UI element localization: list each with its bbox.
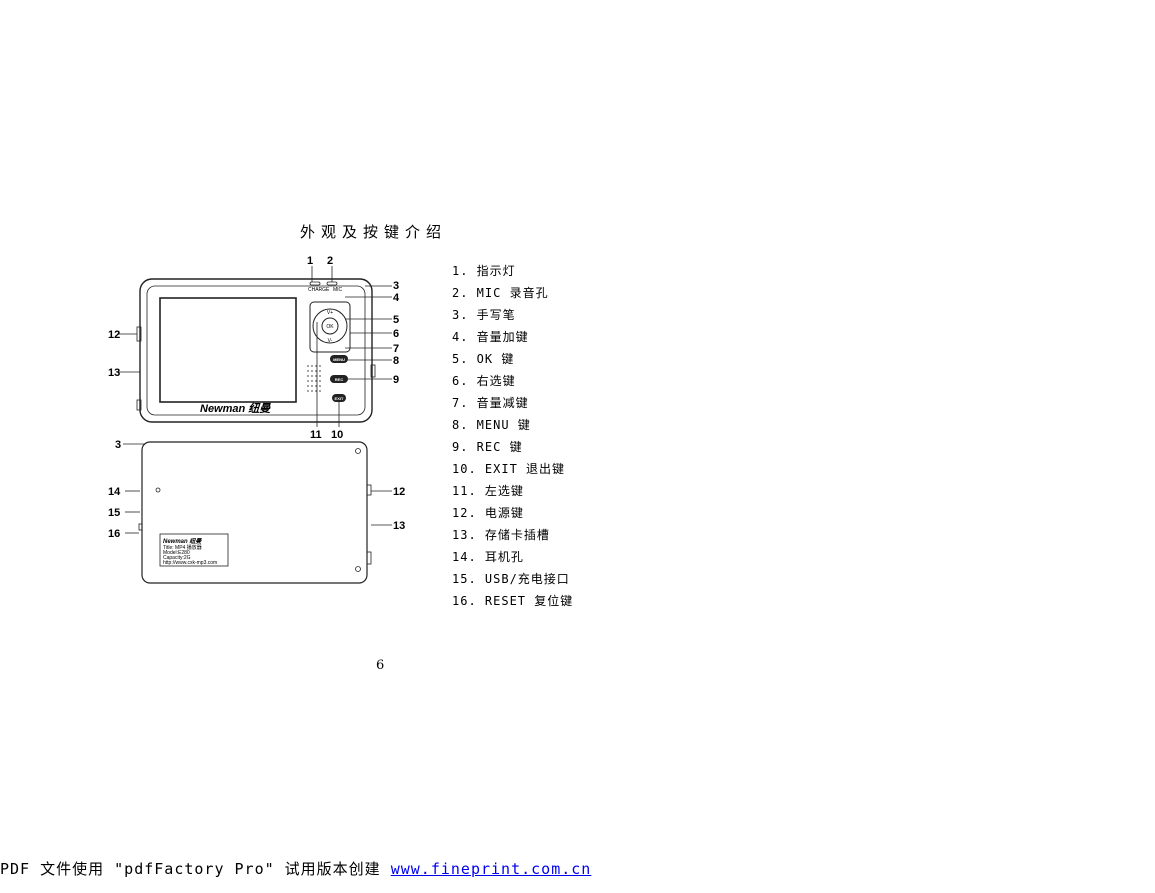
callout-9: 9 xyxy=(393,374,399,386)
callout-13-back: 13 xyxy=(393,520,405,532)
screen xyxy=(159,297,297,403)
list-item: 8. MENU 键 xyxy=(452,418,531,432)
list-item: 6. 右选键 xyxy=(452,374,516,388)
key-list: 1. 指示灯 2. MIC 录音孔 3. 手写笔 4. 音量加键 5. OK 键… xyxy=(452,260,573,612)
exit-button xyxy=(332,394,346,402)
list-item: 16. RESET 复位键 xyxy=(452,594,574,608)
exit-label: EXIT xyxy=(335,396,344,401)
dpad xyxy=(309,301,351,353)
callout-3: 3 xyxy=(393,280,399,292)
callout-8: 8 xyxy=(393,355,399,367)
pdf-footer: PDF 文件使用 "pdfFactory Pro" 试用版本创建 www.fin… xyxy=(0,858,591,879)
back-label-plate xyxy=(159,533,229,567)
list-item: 7. 音量减键 xyxy=(452,396,529,410)
rec-label: REC xyxy=(335,377,344,382)
list-item: 9. REC 键 xyxy=(452,440,523,454)
list-item: 11. 左选键 xyxy=(452,484,524,498)
device-front xyxy=(136,278,376,423)
leader-lines xyxy=(117,266,392,427)
page-number: 6 xyxy=(376,658,385,673)
list-item: 12. 电源键 xyxy=(452,506,524,520)
list-item: 4. 音量加键 xyxy=(452,330,529,344)
callout-7: 7 xyxy=(393,343,399,355)
callout-16: 16 xyxy=(108,528,120,540)
list-item: 2. MIC 录音孔 xyxy=(452,286,549,300)
back-label-line-1: Title: MP4 播放器 xyxy=(163,544,202,551)
callout-6: 6 xyxy=(393,328,399,340)
footer-link[interactable]: www.fineprint.com.cn xyxy=(390,860,592,878)
back-label-line-4: http://www.cxk-mp3.com xyxy=(163,560,217,566)
callout-14: 14 xyxy=(108,486,121,498)
device-back xyxy=(138,441,372,584)
list-item: 5. OK 键 xyxy=(452,352,515,366)
vol-down-label: V- xyxy=(328,338,333,344)
list-item: 1. 指示灯 xyxy=(452,264,516,278)
charge-label: CHARGE xyxy=(308,287,330,293)
callout-11: 11 xyxy=(310,429,322,441)
menu-label: MENU xyxy=(333,357,345,362)
back-label-line-3: Capacity:2G xyxy=(163,555,191,561)
section-title: 外观及按键介绍 xyxy=(300,223,448,241)
mic-label: MIC xyxy=(333,287,343,293)
list-item: 10. EXIT 退出键 xyxy=(452,462,566,476)
brand-logo: Newman 纽曼 xyxy=(200,402,271,415)
callout-3-back: 3 xyxy=(115,439,121,451)
ok-label: OK xyxy=(326,324,334,330)
callout-4: 4 xyxy=(393,292,400,304)
menu-button xyxy=(330,355,348,363)
callout-12-back: 12 xyxy=(393,486,405,498)
callout-5: 5 xyxy=(393,314,399,326)
callout-12: 12 xyxy=(108,329,120,341)
rec-button xyxy=(330,375,348,383)
list-item: 14. 耳机孔 xyxy=(452,550,524,564)
device-diagram: CHARGE MIC OK V+ V- MENU REC EXIT Newman… xyxy=(108,255,405,584)
callout-2: 2 xyxy=(327,255,333,267)
callout-10: 10 xyxy=(331,429,343,441)
ok-button xyxy=(321,317,339,335)
callout-1: 1 xyxy=(307,255,313,267)
callout-13: 13 xyxy=(108,367,120,379)
speaker-grille xyxy=(307,365,321,392)
list-item: 13. 存储卡插槽 xyxy=(452,528,550,542)
footer-text: PDF 文件使用 "pdfFactory Pro" 试用版本创建 xyxy=(0,860,391,878)
list-item: 15. USB/充电接口 xyxy=(452,572,570,586)
back-brand: Newman 纽曼 xyxy=(163,537,202,545)
list-item: 3. 手写笔 xyxy=(452,308,516,322)
callout-15: 15 xyxy=(108,507,120,519)
back-label-line-2: Model:E280 xyxy=(163,550,190,556)
vol-up-label: V+ xyxy=(327,310,333,316)
